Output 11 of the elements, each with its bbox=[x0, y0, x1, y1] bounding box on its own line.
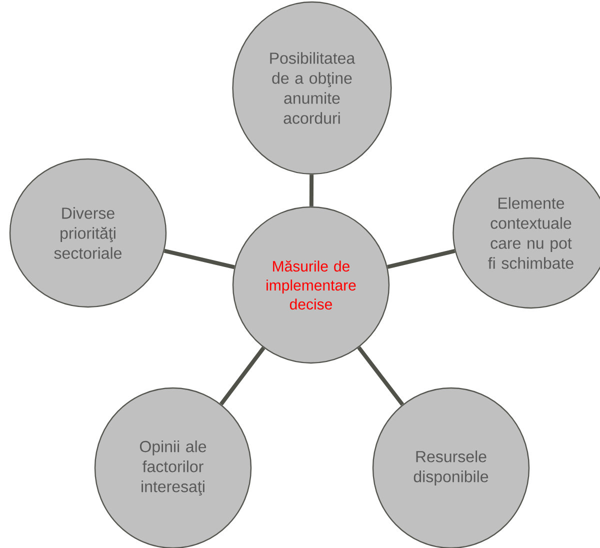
circle-node: Resursele disponibile bbox=[372, 387, 530, 548]
circle-node: Diverse priorităţi sectoriale bbox=[9, 158, 167, 308]
connector-line bbox=[357, 346, 404, 406]
circle-node: Măsurile de implementare decise bbox=[232, 206, 390, 364]
connector-line bbox=[309, 174, 314, 206]
circle-node: Posibilitatea de a obţine anumite acorduri bbox=[232, 1, 392, 175]
circle-node: Elemente contextuale care nu pot fi schimbate bbox=[452, 157, 600, 309]
connector-line bbox=[164, 248, 235, 270]
connector-line bbox=[387, 249, 456, 269]
circle-node: Opinii ale factorilor interesaţi bbox=[94, 387, 252, 548]
connector-line bbox=[219, 346, 266, 406]
